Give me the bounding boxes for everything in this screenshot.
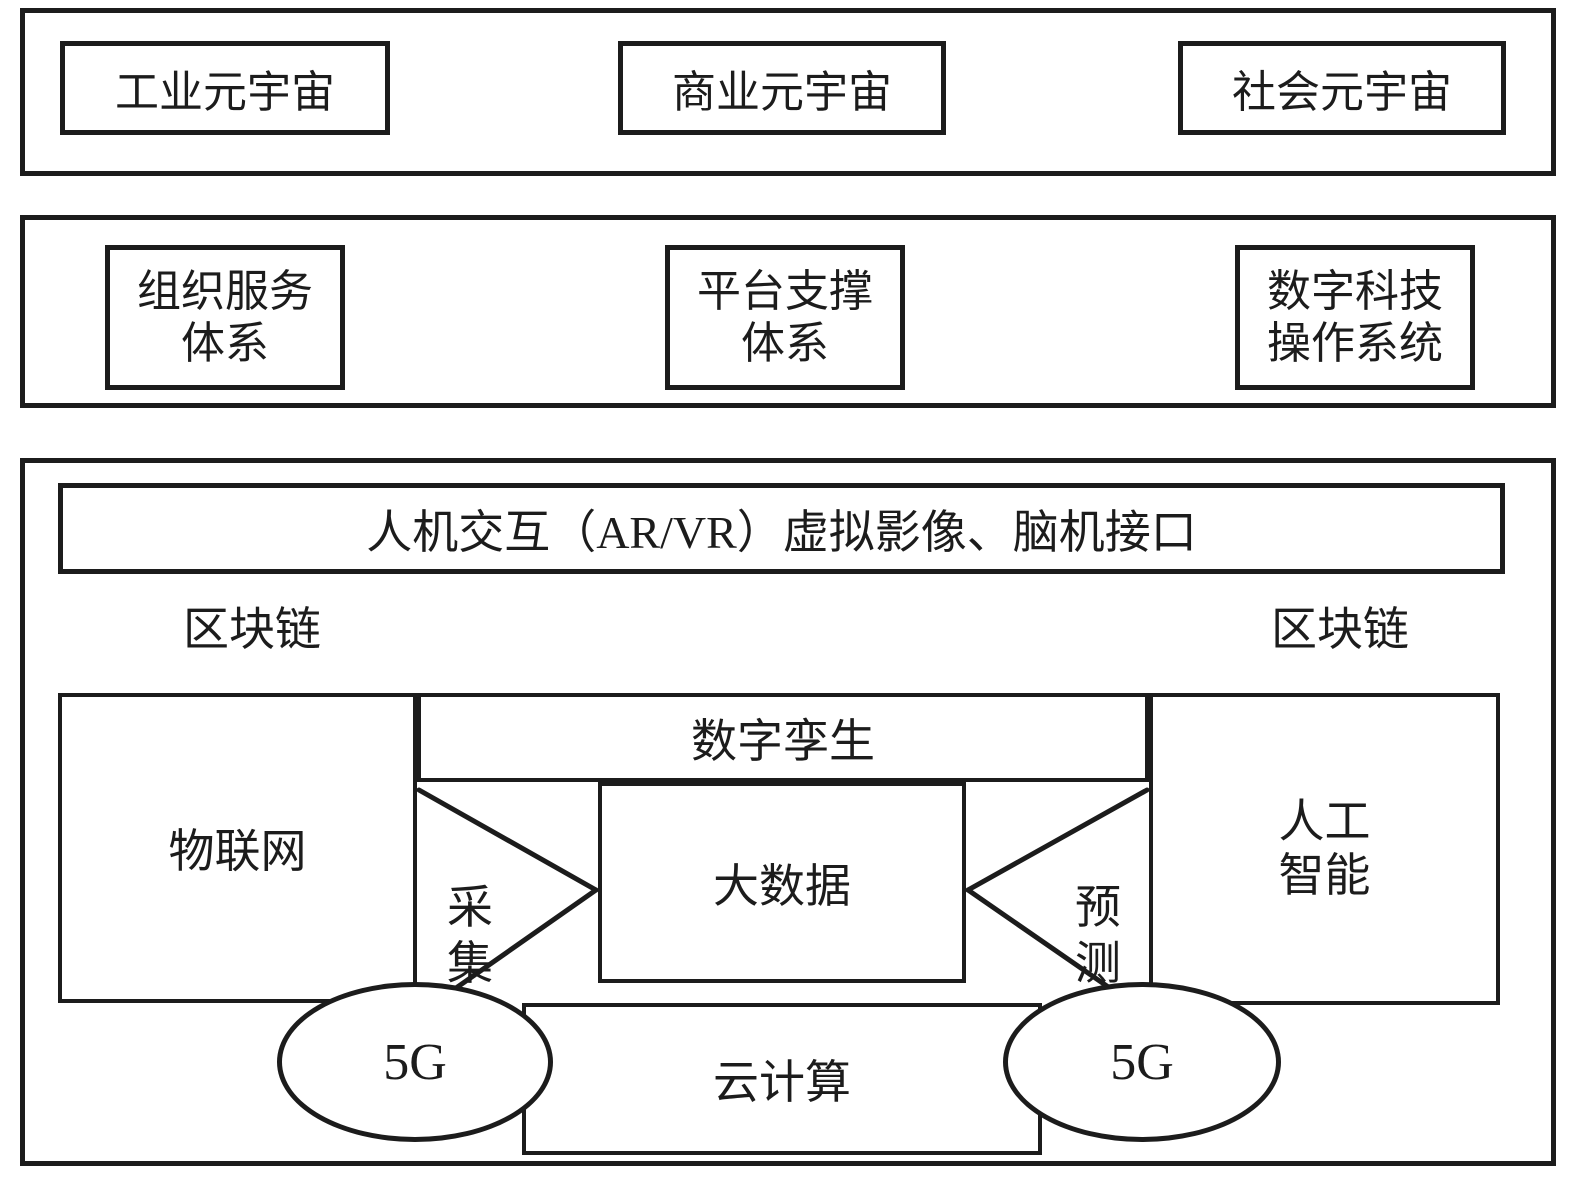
cloud-computing-label: 云计算	[713, 1057, 851, 1108]
collect-arrow-label: 采 集	[444, 824, 496, 992]
blockchain-label-right: 区块链	[1230, 598, 1450, 655]
hci-bar-label: 人机交互（AR/VR）虚拟影像、脑机接口	[366, 506, 1197, 558]
box-social-metaverse: 社会元宇宙	[1178, 41, 1506, 135]
predict-text: 预 测	[1075, 882, 1121, 990]
blockchain-right-text: 区块链	[1271, 604, 1409, 655]
iot-label: 物联网	[168, 826, 307, 877]
five-g-right-text: 5G	[1110, 1033, 1174, 1091]
ai-box: 人工 智能	[1149, 693, 1500, 1005]
digital-twin-band: 数字孪生	[417, 693, 1149, 782]
five-g-left-text: 5G	[383, 1033, 447, 1091]
big-data-box: 大数据	[598, 782, 966, 983]
digital-tech-os-label: 数字科技 操作系统	[1267, 266, 1443, 368]
iot-box: 物联网	[58, 693, 417, 1003]
box-digital-tech-os: 数字科技 操作系统	[1235, 245, 1475, 390]
five-g-ellipse-right: 5G	[1003, 982, 1281, 1142]
box-business-metaverse: 商业元宇宙	[618, 41, 946, 135]
industrial-metaverse-label: 工业元宇宙	[115, 68, 335, 117]
box-industrial-metaverse: 工业元宇宙	[60, 41, 390, 135]
box-platform-support-system: 平台支撑 体系	[665, 245, 905, 390]
five-g-ellipse-left: 5G	[277, 982, 553, 1142]
cloud-computing-box: 云计算	[522, 1003, 1042, 1155]
digital-twin-label: 数字孪生	[691, 715, 875, 767]
organization-service-system-label: 组织服务 体系	[137, 266, 313, 368]
big-data-label: 大数据	[713, 860, 851, 912]
social-metaverse-label: 社会元宇宙	[1232, 68, 1452, 117]
business-metaverse-label: 商业元宇宙	[672, 68, 892, 117]
blockchain-label-left: 区块链	[142, 598, 362, 655]
blockchain-left-text: 区块链	[183, 604, 321, 655]
hci-bar: 人机交互（AR/VR）虚拟影像、脑机接口	[58, 483, 1505, 574]
platform-support-system-label: 平台支撑 体系	[697, 266, 873, 368]
ai-label: 人工 智能	[1278, 795, 1371, 901]
box-organization-service-system: 组织服务 体系	[105, 245, 345, 390]
collect-text: 采 集	[447, 882, 493, 990]
predict-arrow-label: 预 测	[1072, 824, 1124, 992]
